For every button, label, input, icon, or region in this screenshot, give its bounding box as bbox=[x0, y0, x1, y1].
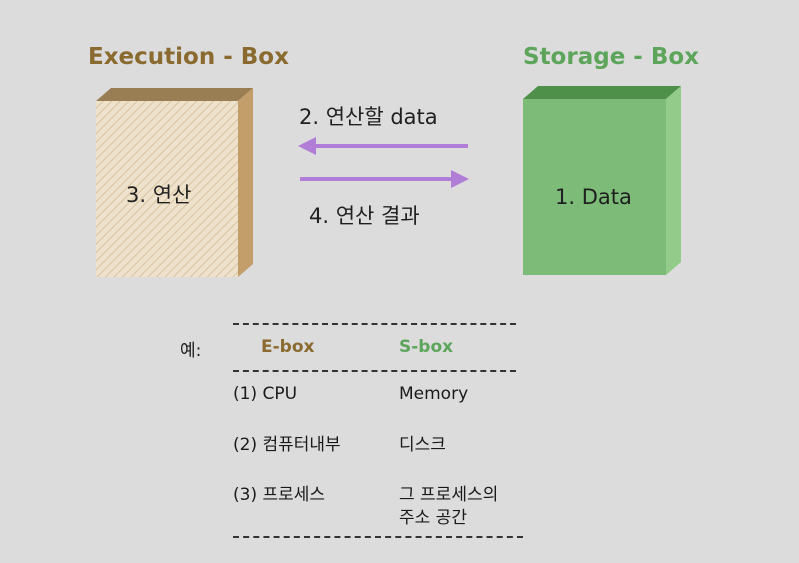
table-bottom-divider bbox=[233, 536, 523, 538]
arrow-to-execution bbox=[298, 137, 468, 155]
execution-box-front bbox=[96, 101, 238, 277]
storage-box-front bbox=[523, 99, 666, 275]
row-2-ebox: (2) 컴퓨터내부 bbox=[233, 435, 341, 455]
example-label: 예: bbox=[180, 341, 202, 361]
execution-box bbox=[96, 88, 253, 277]
row-3-ebox: (3) 프로세스 bbox=[233, 485, 326, 505]
header-sbox: S-box bbox=[399, 337, 454, 357]
row-3-sbox-line2: 주소 공간 bbox=[399, 508, 467, 528]
row-1-sbox: Memory bbox=[399, 384, 469, 404]
storage-box-top bbox=[523, 86, 681, 99]
storage-box-side bbox=[666, 86, 681, 275]
table-header-divider bbox=[233, 370, 516, 372]
arrow-label-operand-data: 2. 연산할 data bbox=[299, 105, 438, 129]
storage-box-title: Storage - Box bbox=[523, 44, 700, 70]
storage-box bbox=[523, 86, 681, 275]
execution-box-top bbox=[96, 88, 253, 101]
row-1-ebox: (1) CPU bbox=[233, 384, 298, 404]
header-ebox: E-box bbox=[261, 337, 315, 357]
table-top-divider bbox=[233, 323, 516, 325]
arrow-label-result: 4. 연산 결과 bbox=[309, 204, 420, 228]
arrow-to-storage bbox=[300, 170, 469, 188]
execution-box-label: 3. 연산 bbox=[126, 183, 192, 207]
row-3-sbox-line1: 그 프로세스의 bbox=[399, 485, 499, 505]
execution-box-side bbox=[238, 88, 253, 277]
row-2-sbox: 디스크 bbox=[399, 435, 446, 455]
storage-box-label: 1. Data bbox=[555, 185, 632, 209]
execution-box-title: Execution - Box bbox=[88, 44, 289, 70]
